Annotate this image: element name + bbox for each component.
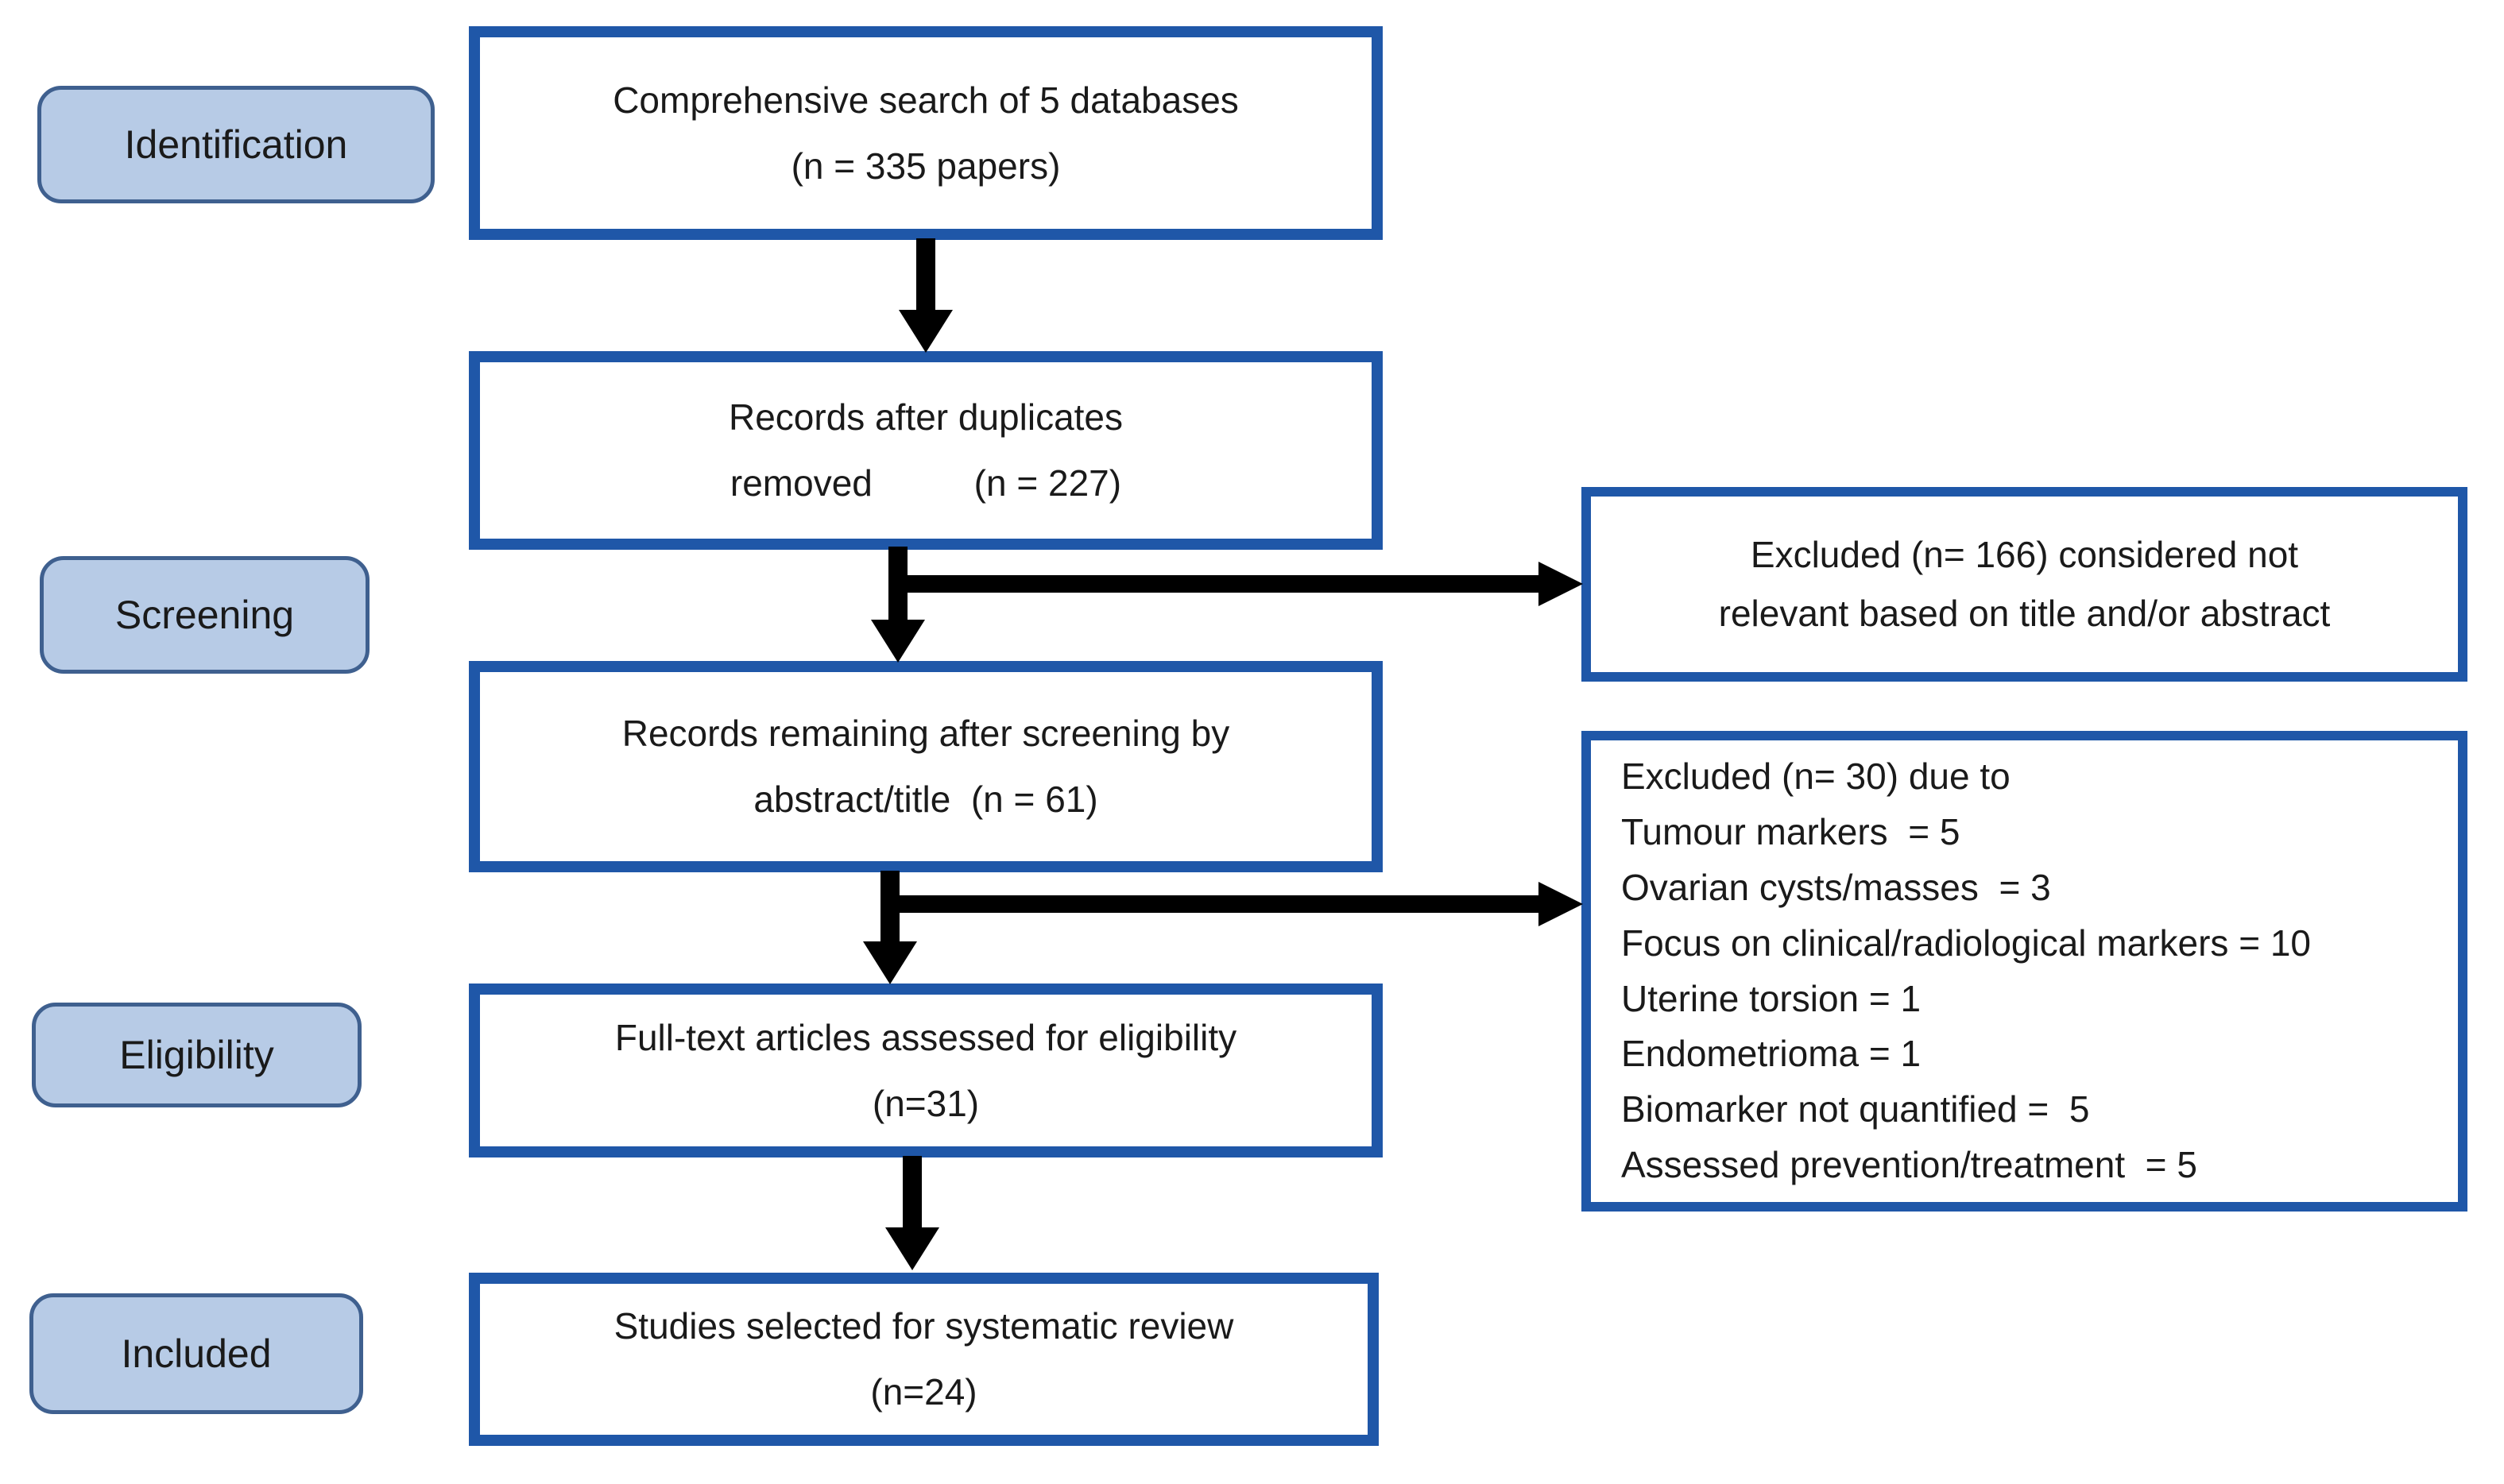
flow-box-included-studies: Studies selected for systematic review (… — [469, 1273, 1379, 1446]
flow-box-line: (n = 335 papers) — [791, 145, 1061, 187]
exclusion-line: Endometrioma = 1 — [1621, 1033, 1922, 1075]
arrowhead-right-icon — [1538, 562, 1583, 606]
flow-box-search: Comprehensive search of 5 databases (n =… — [469, 26, 1383, 240]
flow-box-screened: Records remaining after screening by abs… — [469, 661, 1383, 872]
flow-box-fulltext-assessed: Full-text articles assessed for eligibil… — [469, 984, 1383, 1157]
flow-box-line: Records after duplicates — [728, 396, 1124, 439]
flow-box-duplicates-removed: Records after duplicates removed (n = 22… — [469, 351, 1383, 550]
exclusion-line: Uterine torsion = 1 — [1621, 977, 1922, 1019]
exclusion-line: Biomarker not quantified = 5 — [1621, 1088, 2090, 1130]
stage-label-eligibility: Eligibility — [32, 1003, 362, 1107]
arrowhead-down-icon — [885, 1227, 939, 1270]
exclusion-line: Focus on clinical/radiological markers =… — [1621, 922, 2312, 964]
arrowhead-down-icon — [899, 310, 953, 353]
arrow-stem — [916, 238, 935, 311]
exclusion-line: Ovarian cysts/masses = 3 — [1621, 866, 2051, 908]
exclusion-box-title-abstract: Excluded (n= 166) considered not relevan… — [1581, 487, 2467, 682]
arrowhead-down-icon — [863, 941, 917, 984]
flow-box-line: abstract/title (n = 61) — [753, 779, 1098, 820]
arrow-stem — [898, 575, 1538, 593]
arrow-stem — [903, 1156, 922, 1229]
flow-box-line: (n=31) — [872, 1082, 980, 1124]
stage-label-included: Included — [29, 1293, 363, 1414]
stage-label-text: Screening — [114, 593, 295, 637]
arrowhead-right-icon — [1538, 882, 1583, 926]
exclusion-box-fulltext-reasons: Excluded (n= 30) due to Tumour markers =… — [1581, 731, 2467, 1212]
stage-label-text: Identification — [124, 122, 348, 167]
exclusion-line: Assessed prevention/treatment = 5 — [1621, 1144, 2197, 1186]
stage-label-screening: Screening — [40, 556, 370, 674]
flow-box-line: Full-text articles assessed for eligibil… — [614, 1016, 1237, 1058]
flow-box-line: Records remaining after screening by — [621, 713, 1230, 755]
exclusion-line: Excluded (n= 30) due to — [1621, 755, 2011, 797]
stage-label-text: Eligibility — [119, 1033, 274, 1077]
exclusion-line: Excluded (n= 166) considered not — [1750, 533, 2299, 575]
flow-box-line: removed (n = 227) — [730, 462, 1122, 504]
exclusion-line: Tumour markers = 5 — [1621, 810, 1960, 852]
stage-label-identification: Identification — [37, 86, 435, 203]
arrowhead-down-icon — [871, 620, 925, 663]
flow-box-line: (n=24) — [870, 1371, 977, 1413]
flow-box-line: Comprehensive search of 5 databases — [613, 79, 1239, 121]
arrow-stem — [890, 895, 1538, 913]
stage-label-text: Included — [121, 1331, 272, 1376]
flow-box-line: Studies selected for systematic review — [613, 1305, 1234, 1347]
exclusion-line: relevant based on title and/or abstract — [1718, 592, 2331, 634]
